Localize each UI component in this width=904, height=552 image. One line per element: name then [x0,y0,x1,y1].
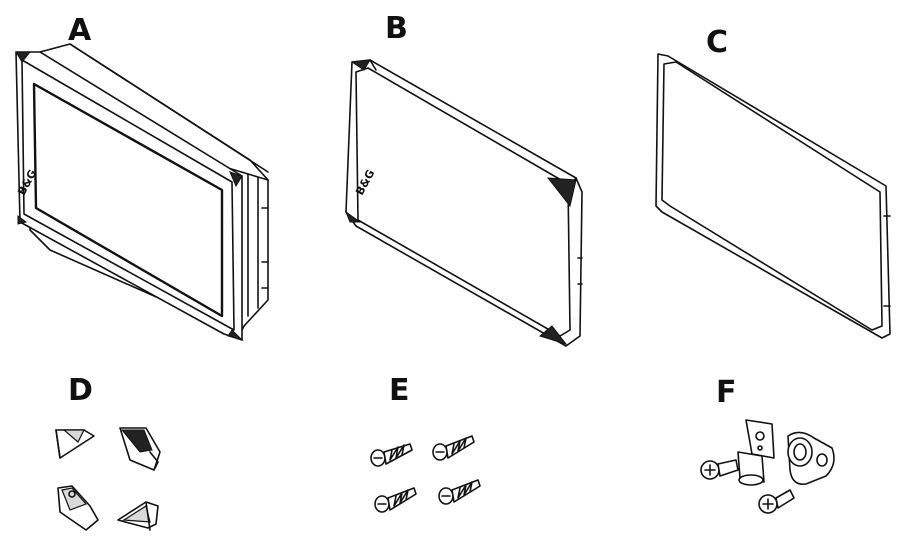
label-b: B [385,11,408,46]
label-e: E [389,373,410,408]
screws-icon [370,435,481,513]
mounting-gasket-icon [655,53,891,339]
label-f: F [716,375,737,410]
label-d: D [68,373,93,408]
label-c: C [706,25,729,60]
display-unit-icon: B&G [15,43,269,342]
mounting-brackets-icon [700,419,835,514]
sun-cover-icon: B&G [344,59,583,347]
label-a: A [68,13,92,48]
corner-caps-icon [55,427,161,531]
